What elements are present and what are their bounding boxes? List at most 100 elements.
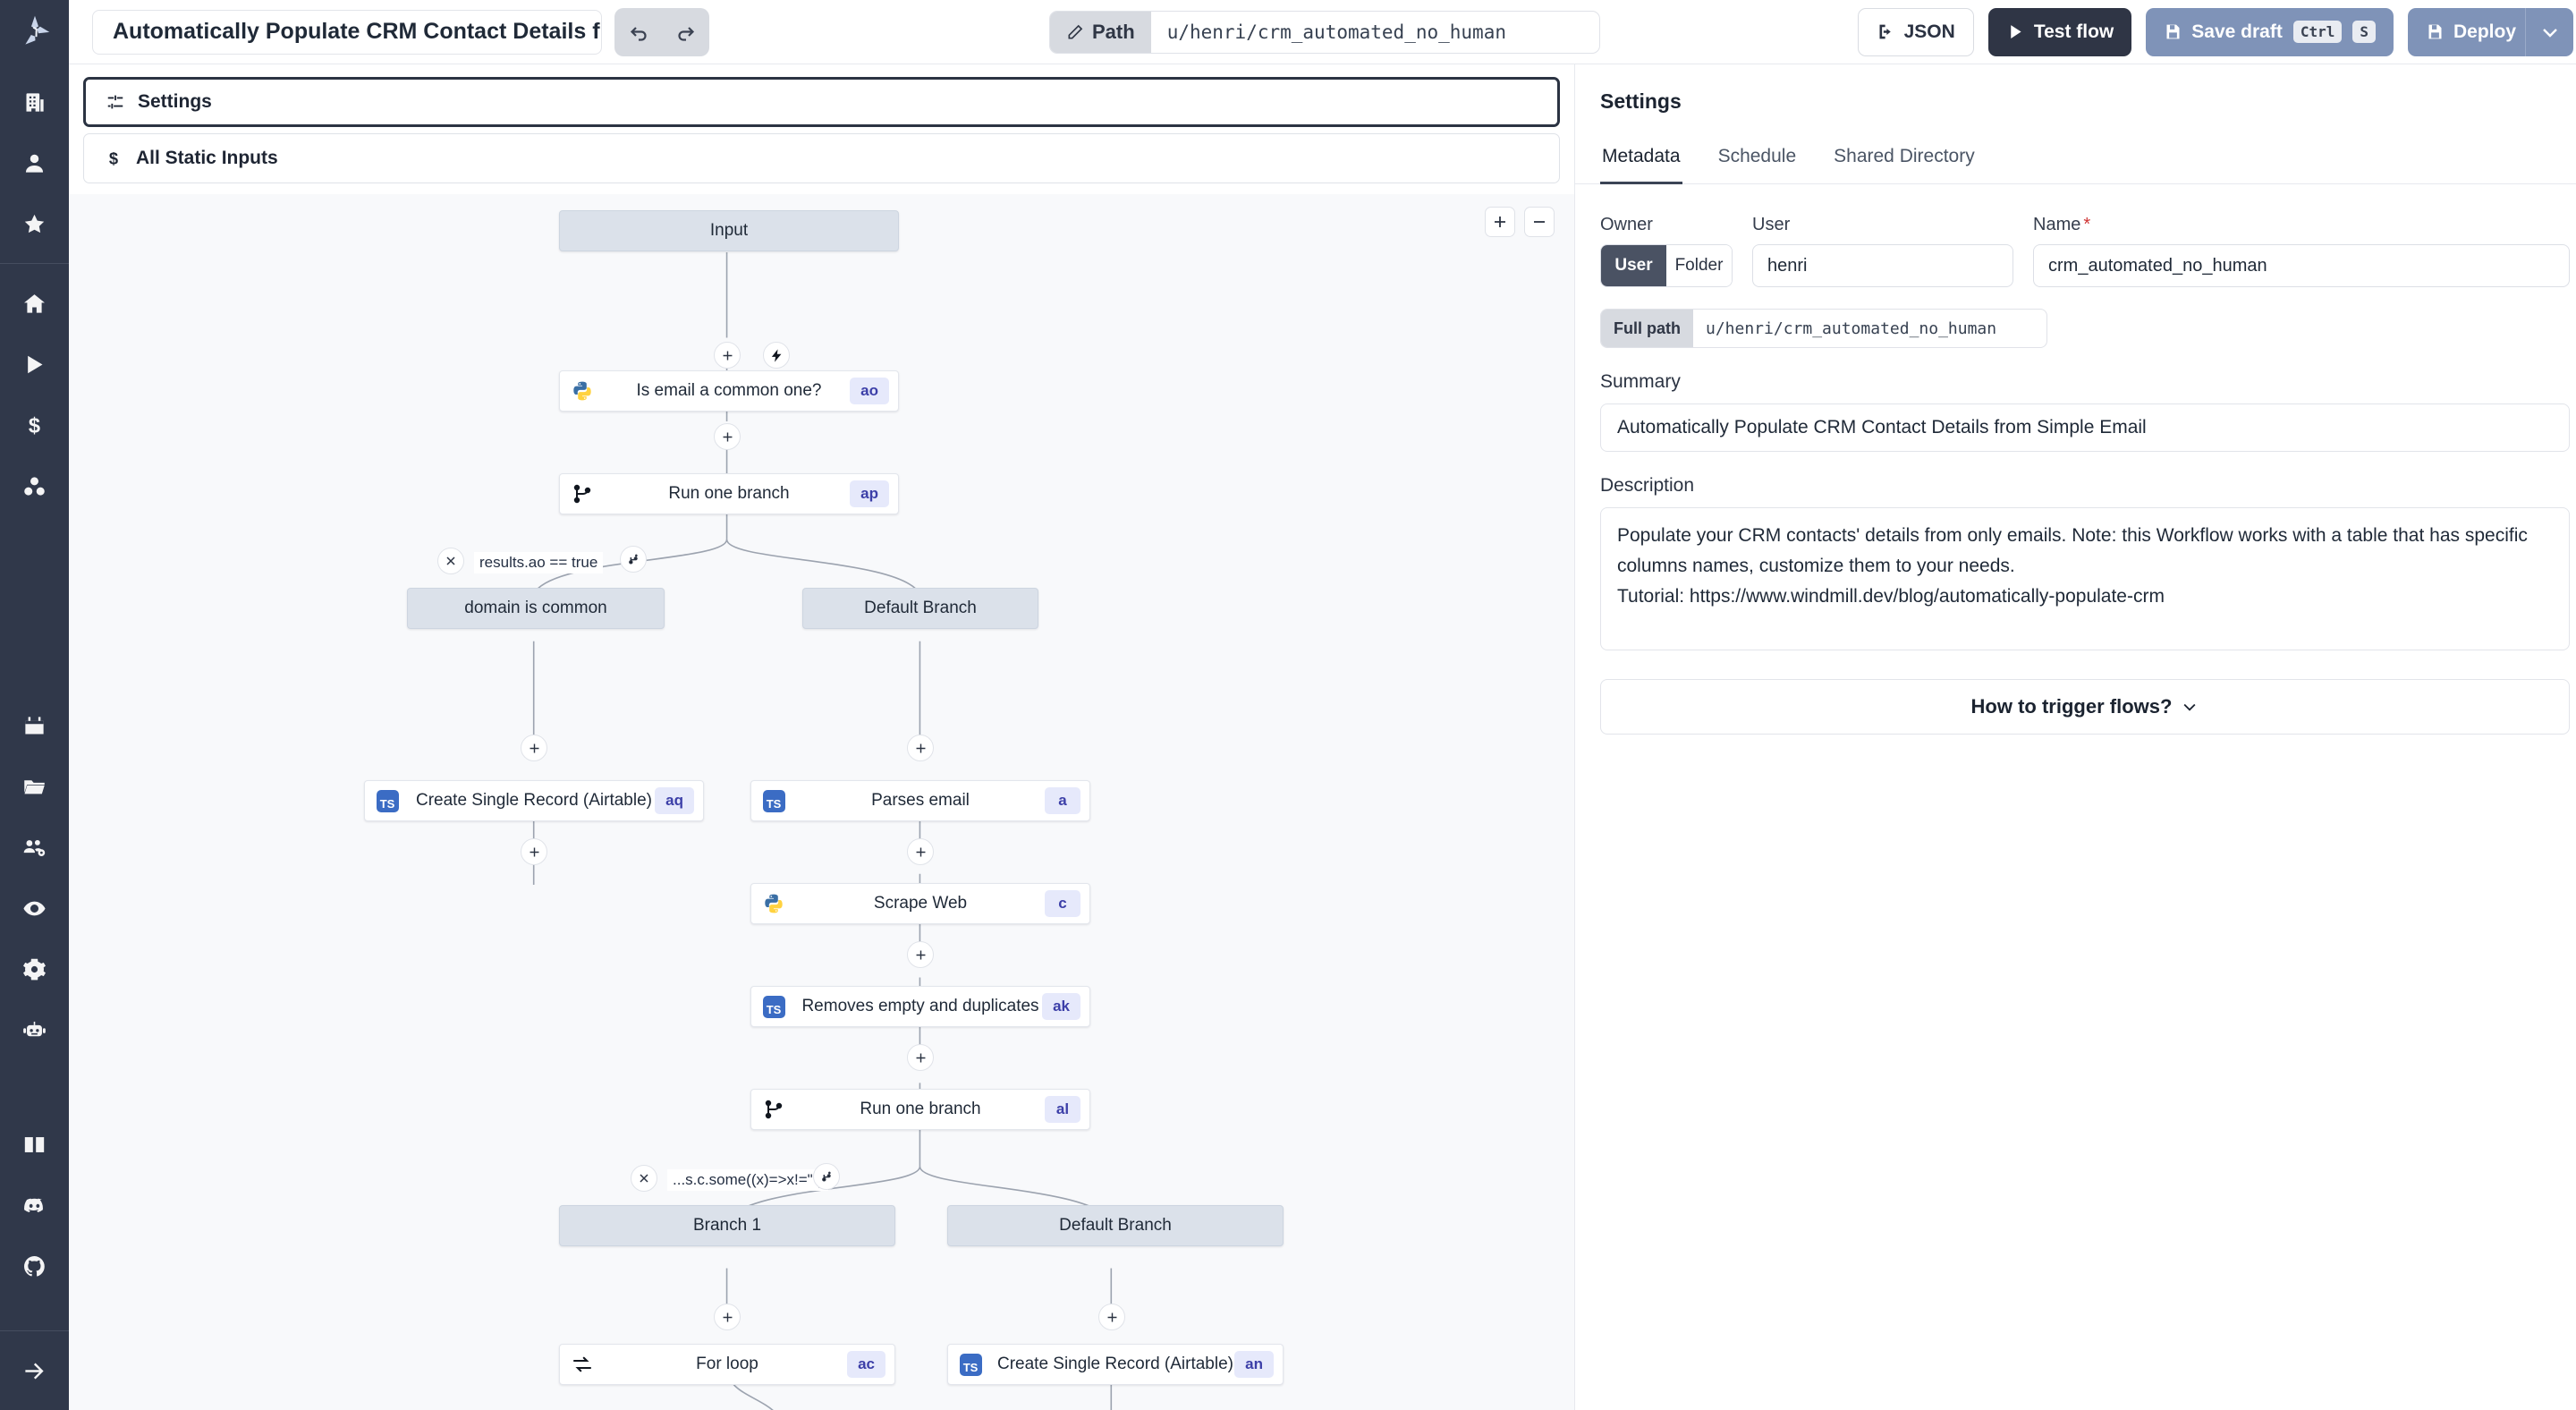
summary-block: Summary Automatically Populate CRM Conta… — [1600, 371, 2570, 452]
windmill-logo-icon[interactable] — [17, 13, 53, 48]
chevron-down-icon — [2181, 698, 2199, 716]
zoom-controls — [1485, 207, 1555, 237]
full-path-field[interactable]: Full path u/henri/crm_automated_no_human — [1600, 309, 2047, 348]
save-shortcut-key: S — [2352, 21, 2376, 43]
zoom-in-button[interactable] — [1485, 207, 1515, 237]
node-default-branch-1[interactable]: Default Branch — [802, 588, 1038, 629]
sidebar-item-settings[interactable] — [17, 951, 53, 987]
undo-icon[interactable] — [618, 12, 659, 53]
redo-icon[interactable] — [665, 12, 707, 53]
remove-branch-button[interactable] — [437, 548, 464, 574]
tab-schedule[interactable]: Schedule — [1717, 146, 1797, 166]
node-domain-is-common[interactable]: domain is common — [407, 588, 665, 629]
sidebar-item-workspace[interactable] — [17, 84, 53, 120]
add-step-button[interactable] — [714, 423, 741, 450]
flow-title-input[interactable]: Automatically Populate CRM Contact Detai… — [92, 9, 602, 55]
user-input[interactable]: henri — [1752, 244, 2013, 287]
sidebar-item-user[interactable] — [17, 145, 53, 181]
sidebar-item-favorites[interactable] — [17, 206, 53, 242]
sidebar-item-discord[interactable] — [17, 1187, 53, 1223]
python-icon — [571, 379, 594, 403]
sidebar-item-github[interactable] — [17, 1248, 53, 1284]
top-actions: JSON Test flow Save draft Ctrl S — [1857, 7, 2573, 56]
how-to-trigger-flows-button[interactable]: How to trigger flows? — [1600, 679, 2570, 735]
sidebar-item-docs[interactable] — [17, 1126, 53, 1162]
typescript-icon: TS — [762, 995, 785, 1018]
add-step-button[interactable] — [907, 838, 934, 865]
node-scrape-web[interactable]: Scrape Web c — [750, 883, 1090, 924]
chevron-down-icon[interactable] — [2525, 7, 2573, 56]
add-step-button[interactable] — [1098, 1304, 1125, 1330]
tab-shared-directory[interactable]: Shared Directory — [1834, 146, 1975, 166]
node-input[interactable]: Input — [559, 210, 899, 251]
json-button[interactable]: JSON — [1857, 7, 1974, 56]
add-branch-button[interactable] — [620, 546, 647, 573]
sidebar-item-groups[interactable] — [17, 829, 53, 865]
trigger-lightning-icon[interactable] — [763, 342, 790, 369]
settings-panel-title: Settings — [1600, 89, 1682, 113]
left-sidebar: $ — [0, 0, 69, 1410]
dollar-icon: $ — [104, 149, 123, 168]
add-step-button[interactable] — [521, 838, 547, 865]
save-shortcut-mod: Ctrl — [2292, 21, 2343, 43]
node-parses-email[interactable]: TS Parses email a — [750, 780, 1090, 821]
sidebar-item-schedules[interactable] — [17, 708, 53, 743]
sidebar-item-home[interactable] — [17, 285, 53, 321]
sidebar-item-variables[interactable]: $ — [17, 407, 53, 443]
path-value[interactable]: u/henri/crm_automated_no_human — [1166, 21, 1506, 43]
node-run-one-branch-ap[interactable]: Run one branch ap — [559, 473, 899, 514]
node-for-loop[interactable]: For loop ac — [559, 1344, 895, 1385]
summary-input[interactable]: Automatically Populate CRM Contact Detai… — [1600, 403, 2570, 452]
node-branch-1[interactable]: Branch 1 — [559, 1205, 895, 1246]
sidebar-item-resources[interactable] — [17, 468, 53, 504]
body-split: Settings $ All Static Inputs — [69, 64, 2576, 1410]
description-textarea[interactable]: Populate your CRM contacts' details from… — [1600, 507, 2570, 650]
tab-metadata[interactable]: Metadata — [1600, 137, 1682, 184]
sidebar-item-runs[interactable] — [17, 346, 53, 382]
test-flow-button[interactable]: Test flow — [1987, 7, 2132, 56]
add-step-button[interactable] — [907, 941, 934, 968]
user-label: User — [1752, 215, 1791, 234]
flow-settings-bar[interactable]: Settings — [83, 77, 1560, 127]
node-create-single-record-an[interactable]: TS Create Single Record (Airtable) an — [947, 1344, 1284, 1385]
owner-option-folder[interactable]: Folder — [1666, 245, 1732, 286]
top-toolbar: Automatically Populate CRM Contact Detai… — [69, 0, 2576, 64]
name-required-marker: * — [2083, 215, 2091, 234]
sidebar-item-audit-logs[interactable] — [17, 890, 53, 926]
flow-canvas[interactable]: Input Is email a common one? — [69, 194, 1574, 1410]
path-field[interactable]: Path u/henri/crm_automated_no_human — [1049, 11, 1600, 54]
sidebar-item-workers[interactable] — [17, 1012, 53, 1048]
add-branch-button[interactable] — [813, 1163, 840, 1190]
branch-icon — [762, 1098, 785, 1121]
owner-option-user[interactable]: User — [1601, 245, 1666, 286]
add-step-button[interactable] — [714, 342, 741, 369]
how-to-trigger-label: How to trigger flows? — [1970, 695, 2173, 718]
node-is-email-common[interactable]: Is email a common one? ao — [559, 370, 899, 412]
minus-icon — [1534, 221, 1545, 223]
pencil-icon — [1066, 23, 1084, 41]
zoom-out-button[interactable] — [1524, 207, 1555, 237]
owner-segmented-control[interactable]: User Folder — [1600, 244, 1733, 287]
add-step-button[interactable] — [907, 735, 934, 761]
all-static-inputs-bar[interactable]: $ All Static Inputs — [83, 133, 1560, 183]
sidebar-item-collapse[interactable] — [17, 1353, 53, 1389]
deploy-button[interactable]: Deploy — [2407, 7, 2573, 56]
sidebar-item-folders[interactable] — [17, 769, 53, 804]
add-step-button[interactable] — [521, 735, 547, 761]
full-path-value: u/henri/crm_automated_no_human — [1706, 319, 1997, 338]
node-run-one-branch-al[interactable]: Run one branch al — [750, 1089, 1090, 1130]
sliders-icon — [106, 92, 125, 112]
remove-branch-button[interactable] — [631, 1165, 657, 1192]
branch-condition-label: ...s.c.some((x)=>x!="") — [667, 1169, 829, 1191]
owner-field: Owner User Folder — [1600, 215, 1733, 287]
name-input[interactable]: crm_automated_no_human — [2033, 244, 2570, 287]
node-default-branch-2[interactable]: Default Branch — [947, 1205, 1284, 1246]
add-step-button[interactable] — [714, 1304, 741, 1330]
owner-row: Owner User Folder User henri — [1600, 215, 2570, 287]
save-draft-button[interactable]: Save draft Ctrl S — [2146, 7, 2394, 56]
save-icon — [2164, 22, 2182, 41]
add-step-button[interactable] — [907, 1044, 934, 1071]
deploy-label: Deploy — [2453, 21, 2516, 42]
node-removes-empty-duplicates[interactable]: TS Removes empty and duplicates ak — [750, 986, 1090, 1027]
node-create-single-record-aq[interactable]: TS Create Single Record (Airtable) aq — [364, 780, 704, 821]
